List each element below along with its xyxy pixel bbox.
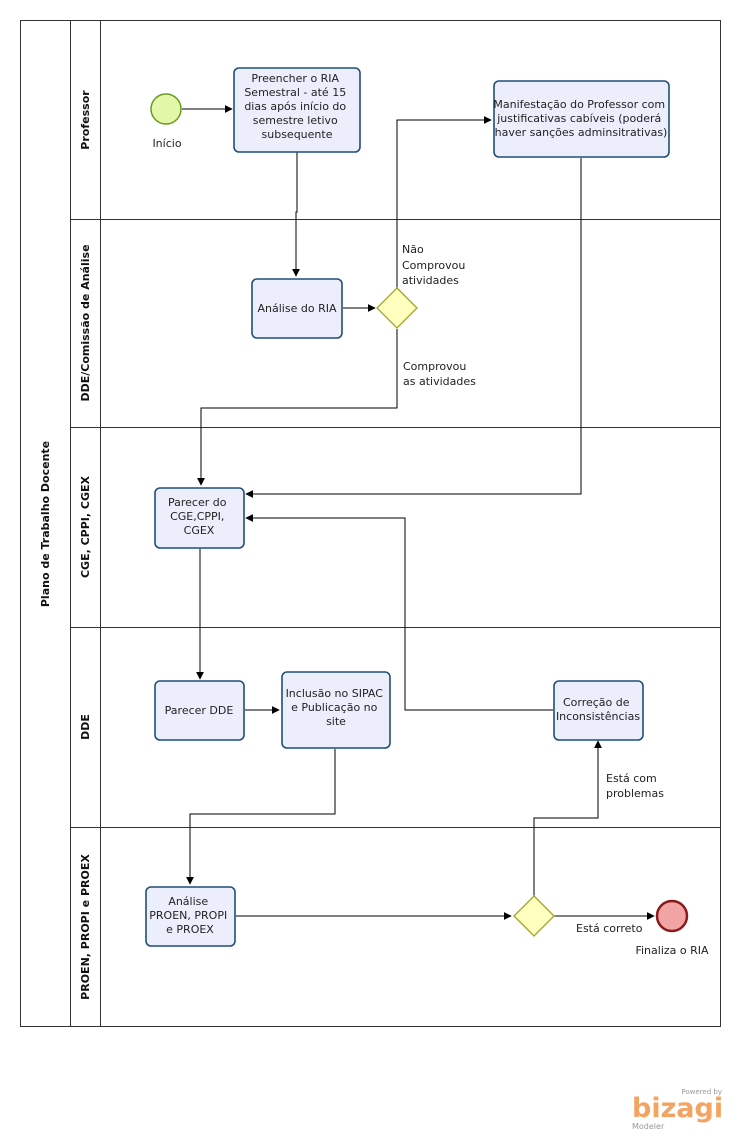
task-parecer-dde-label: Parecer DDE xyxy=(165,704,234,717)
flow-gateway-to-correcao xyxy=(533,740,602,896)
logo-brand: bizagi xyxy=(632,1093,724,1124)
task-manifestacao-professor[interactable]: Manifestação do Professor com justificat… xyxy=(493,80,670,158)
lane-title-dde-comissao: DDE/Comissão de Análise xyxy=(79,244,92,401)
label-correto: Está correto xyxy=(576,922,643,935)
logo-powered-text: Powered by xyxy=(681,1088,722,1096)
gateway-correto[interactable] xyxy=(513,895,555,937)
lane-title-professor: Professor xyxy=(79,90,92,150)
task-preencher-ria[interactable]: Preencher o RIA Semestral - até 15 dias … xyxy=(233,67,361,153)
logo-product: Modeler xyxy=(632,1122,665,1131)
lane-title-proen: PROEN, PROPI e PROEX xyxy=(79,854,92,1000)
label-comprovou: Comprovou as atividades xyxy=(403,360,476,388)
flow-gateway-to-parecer-cge xyxy=(197,329,398,486)
start-event[interactable] xyxy=(150,93,182,125)
task-parecer-cge-label: Parecer do CGE,CPPI, CGEX xyxy=(168,496,230,537)
end-event-label: Finaliza o RIA xyxy=(635,944,709,957)
pool-title: Plano de Trabalho Docente xyxy=(39,441,52,607)
task-correcao-inconsistencias[interactable]: Correção de Inconsistências xyxy=(553,680,644,741)
end-event[interactable] xyxy=(655,899,689,933)
task-inclusao-sipac[interactable]: Inclusão no SIPAC e Publicação no site xyxy=(281,671,391,749)
flow-gateway-to-manifestacao xyxy=(396,116,492,288)
pool-frame xyxy=(20,20,721,1027)
task-analise-proen[interactable]: Análise PROEN, PROPI e PROEX xyxy=(145,886,236,947)
flow-inclusao-to-analise-proen xyxy=(186,749,336,885)
gateway-comprovou[interactable] xyxy=(376,287,418,329)
lane-title-dde: DDE xyxy=(79,714,92,740)
task-analise-proen-label: Análise PROEN, PROPI e PROEX xyxy=(149,895,230,936)
task-parecer-cge[interactable]: Parecer do CGE,CPPI, CGEX xyxy=(154,487,245,549)
label-nao-comprovou: Não Comprovou atividades xyxy=(402,243,469,287)
task-parecer-dde[interactable]: Parecer DDE xyxy=(154,680,245,741)
lane-title-cge: CGE, CPPI, CGEX xyxy=(79,475,92,578)
task-manifestacao-label: Manifestação do Professor com justificat… xyxy=(493,98,668,139)
flow-preencher-to-analise xyxy=(292,152,300,277)
flow-correcao-to-parecer-cge xyxy=(245,514,553,711)
bizagi-logo: Powered by bizagi Modeler xyxy=(632,1088,724,1132)
task-inclusao-label: Inclusão no SIPAC e Publicação no site xyxy=(286,687,387,728)
start-event-label: Início xyxy=(152,137,181,150)
task-analise-ria-label: Análise do RIA xyxy=(258,302,337,315)
label-com-problemas: Está com problemas xyxy=(606,772,664,800)
task-preencher-label: Preencher o RIA Semestral - até 15 dias … xyxy=(244,72,349,141)
task-analise-ria[interactable]: Análise do RIA xyxy=(251,278,343,339)
task-correcao-label: Correção de Inconsistências xyxy=(556,696,640,723)
flow-manifestacao-to-parecer-cge xyxy=(245,158,582,498)
